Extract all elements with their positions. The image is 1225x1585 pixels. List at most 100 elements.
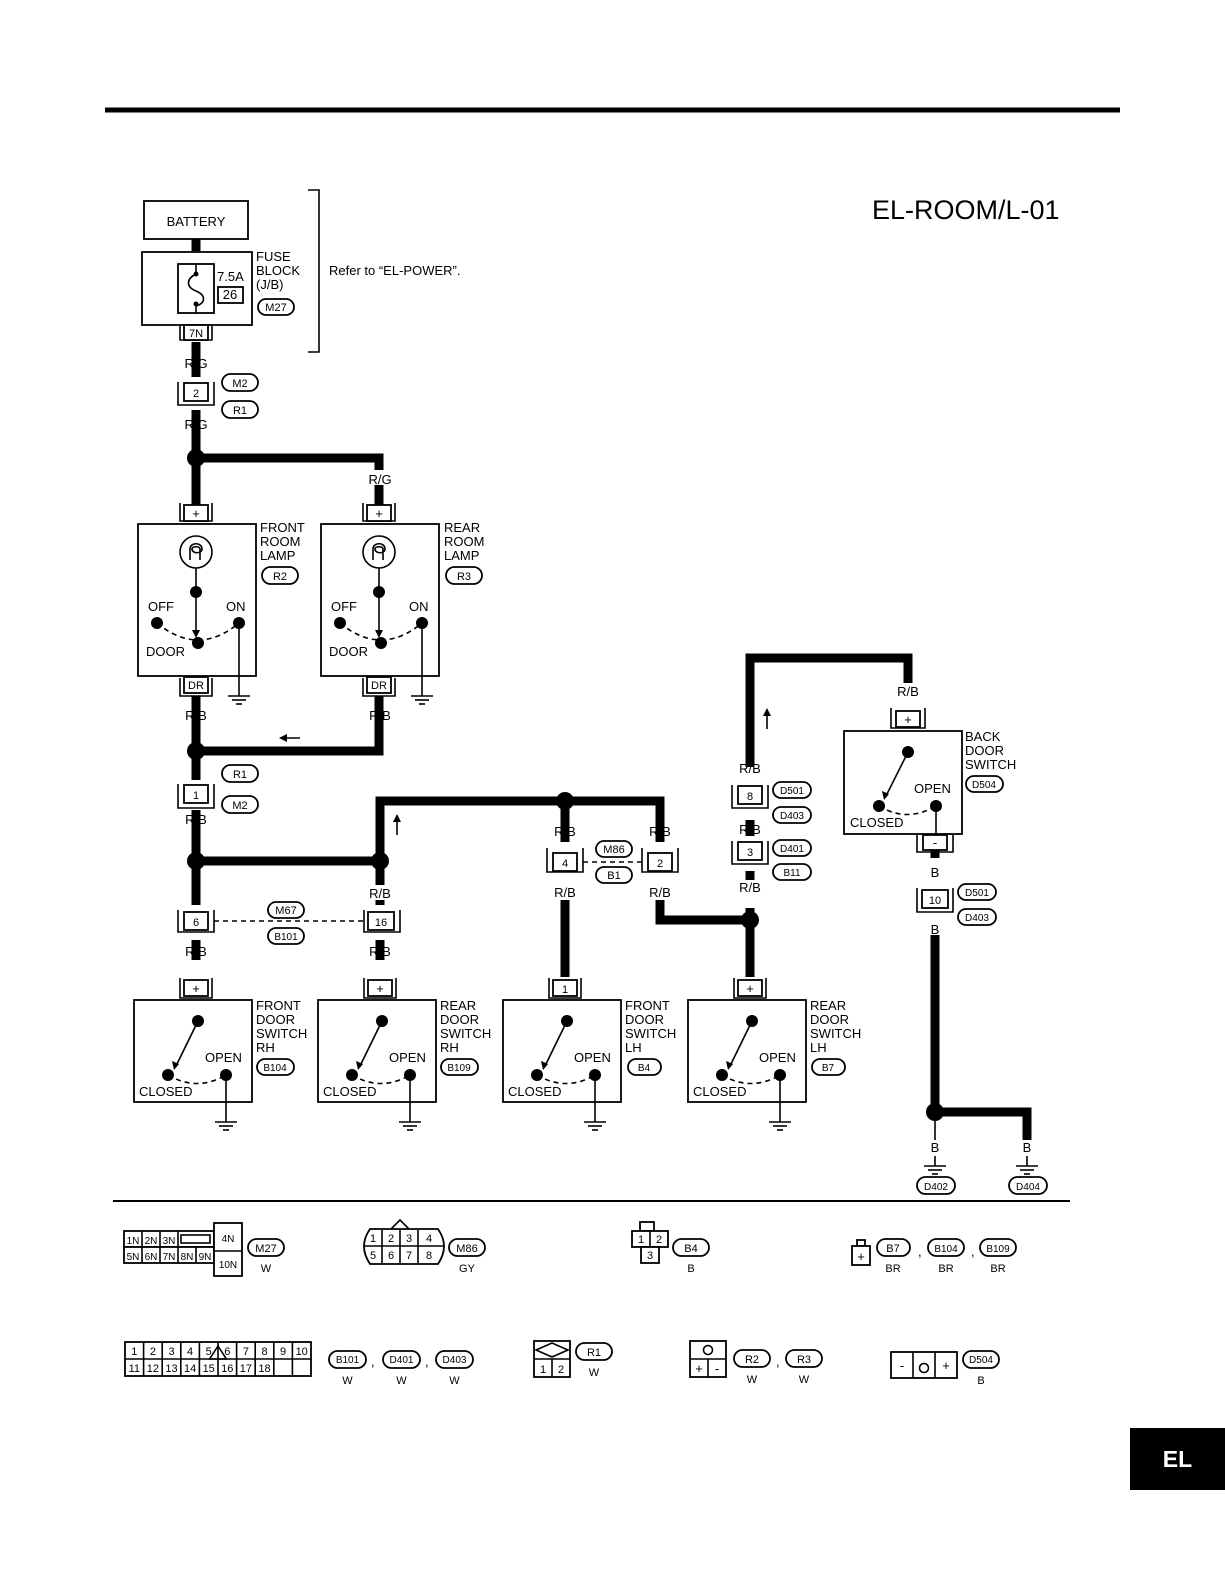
switch-name-3: SWITCH [256,1026,307,1041]
on-label: ON [409,599,429,614]
legend-r1: 1 2 R1 W [533,1340,613,1379]
pin: 2 [150,1346,156,1358]
switch-name-1: REAR [440,998,476,1013]
switch-name-1: BACK [965,729,1001,744]
pin: 9N [199,1252,212,1263]
pin: 4N [222,1234,235,1245]
closed-label: CLOSED [323,1084,376,1099]
connector-id: D403 [780,811,804,822]
wire-label: R/B [185,812,207,827]
pin: + [942,1358,950,1373]
connector-id: B109 [447,1063,471,1074]
splice-dot [187,742,205,760]
flow-arrow-icon [393,814,401,822]
lamp-name-2: ROOM [444,534,484,549]
connector-id: M67 [275,905,296,917]
door-label: DOOR [329,644,368,659]
wire-label: R/B [554,824,576,839]
pin: 7N [163,1252,176,1263]
wire-label: R/B [554,885,576,900]
off-label: OFF [148,599,174,614]
connector-id: D403 [965,913,989,924]
switch-name-4: LH [810,1040,827,1055]
lamp-name-3: LAMP [444,548,479,563]
wire-label: B [931,865,940,880]
connector-id: D404 [1016,1182,1040,1193]
lamp-name-2: ROOM [260,534,300,549]
terminal-number: 10 [929,895,941,907]
pin: 10 [296,1346,308,1358]
closed-label: CLOSED [508,1084,561,1099]
switch-name-3: SWITCH [625,1026,676,1041]
legend-color: W [449,1375,460,1387]
legend-id: B101 [336,1355,360,1366]
legend-r2: + - R2 , R3 W W [689,1340,823,1386]
switch-name-2: DOOR [965,743,1004,758]
legend-color: W [261,1263,272,1275]
wire-label: R/B [649,885,671,900]
lamp-name-3: LAMP [260,548,295,563]
pin: 1 [370,1233,376,1245]
legend-color: B [687,1263,694,1275]
pin: 14 [184,1363,196,1375]
section-tab: EL [1130,1428,1225,1490]
terminal-number: 1 [193,790,199,802]
legend-id: D403 [443,1355,467,1366]
legend-color: BR [885,1263,900,1275]
pin: 4 [187,1346,193,1358]
connector-id: R3 [457,571,471,583]
switch-name-1: FRONT [625,998,670,1013]
fuse-connector-id: M27 [265,302,286,314]
switch-name-3: SWITCH [965,757,1016,772]
pin: 3 [406,1233,412,1245]
pin: 5N [127,1252,140,1263]
pin: 7 [406,1250,412,1262]
rear-door-switch-rh: + OPEN CLOSED REAR DOOR SWITCH RH B109 [317,978,491,1131]
connector-id: D501 [965,888,989,899]
front-door-switch-rh: + OPEN CLOSED FRONT DOOR SWITCH RH B104 [133,978,307,1131]
legend-id: B109 [986,1244,1010,1255]
pin: 1 [540,1364,546,1376]
connector-id: M2 [232,378,247,390]
terminal-number: 2 [193,388,199,400]
wire-label: R/B [897,684,919,699]
pin: 17 [240,1363,252,1375]
open-label: OPEN [205,1050,242,1065]
legend-id: R3 [797,1354,811,1366]
open-label: OPEN [759,1050,796,1065]
switch-name-2: DOOR [810,1012,849,1027]
pin: 12 [147,1363,159,1375]
legend-color: W [747,1374,758,1386]
sep: , [971,1244,975,1259]
switch-name-2: DOOR [256,1012,295,1027]
pin: 1 [638,1234,644,1246]
on-label: ON [226,599,246,614]
switch-name-1: FRONT [256,998,301,1013]
legend-id: B4 [684,1243,697,1255]
pin: 5 [370,1250,376,1262]
connector-id: R2 [273,571,287,583]
connector-id: B101 [274,932,298,943]
pin: + [695,1361,703,1376]
connector-id: D402 [924,1182,948,1193]
lamp-name-1: FRONT [260,520,305,535]
legend-color: W [589,1367,600,1379]
wire-label: R/B [369,886,391,901]
pin: 15 [203,1363,215,1375]
legend-b7: + B7 , B104 , B109 BR BR BR [851,1238,1017,1275]
battery-box [143,200,249,240]
pin: - [900,1358,904,1373]
connector-id: D504 [972,780,996,791]
bulb-icon [189,542,203,560]
flow-arrow-icon [279,734,287,742]
pin: 6 [388,1250,394,1262]
legend-m27: 1N 2N 3N 4N 5N 6N 7N 8N 9N 10N M27 W [123,1222,285,1277]
wire-label: R/B [369,708,391,723]
dr-terminal: DR [188,680,204,692]
wire-label: R/B [649,824,671,839]
refer-bracket [308,189,320,353]
wire-label: B [931,1140,940,1155]
legend-d504: - + D504 B [890,1350,1000,1387]
front-room-lamp: + OFF ON DOOR DR FRONT ROOM LAMP R2 [137,503,305,705]
legend-id: D504 [969,1355,993,1366]
